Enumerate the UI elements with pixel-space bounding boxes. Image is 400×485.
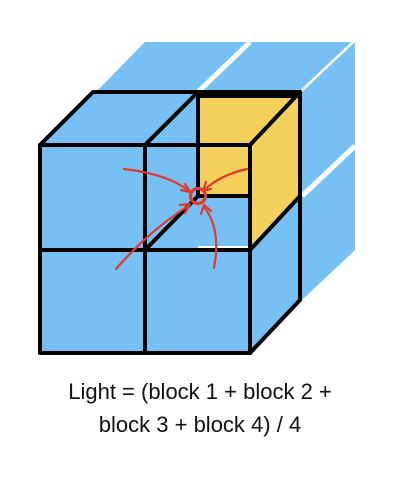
formula-line-2: block 3 + block 4) / 4 [98,412,302,437]
back-top-blocks [96,40,357,94]
arrow-bottom-left [114,204,190,271]
voxel-cube-diagram [38,40,357,355]
arrow-top-right [202,167,249,192]
light-sample-annotations [114,167,249,271]
sample-point-circle [188,186,208,206]
arrow-top-left [122,167,191,193]
right-side-face [300,42,357,300]
formula-line-1: Light = (block 1 + block 2 + [68,379,332,404]
light-formula-caption: Light = (block 1 + block 2 + block 3 + b… [0,375,400,441]
arrow-bottom-right [202,205,218,270]
cube-outlines [38,90,302,355]
